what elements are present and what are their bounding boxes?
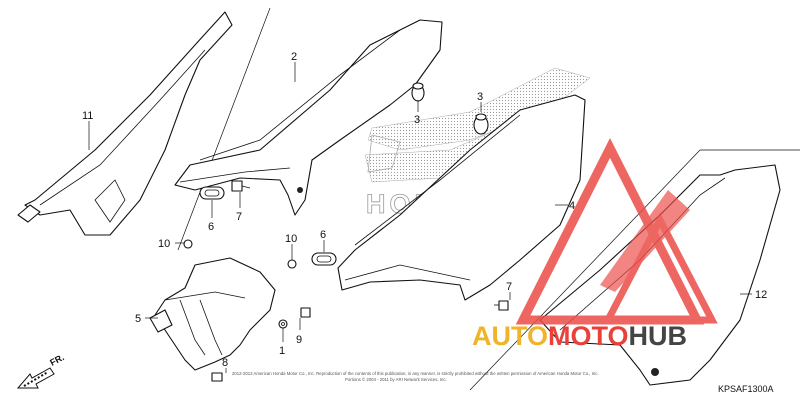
part-label-6: 6	[208, 221, 214, 233]
front-arrow-icon	[16, 367, 55, 389]
part-label-12: 12	[755, 289, 767, 301]
part-label-7: 7	[236, 211, 242, 223]
part-label-10: 10	[158, 238, 170, 250]
part-12-side-cover[interactable]	[539, 164, 781, 386]
part-7-bolt-lower[interactable]	[494, 300, 509, 311]
part-label-3: 3	[414, 114, 420, 126]
part-label-8: 8	[222, 357, 228, 369]
watermark-text-hub: HUB	[629, 321, 688, 351]
leader-lines	[88, 62, 752, 373]
front-label: FR.	[48, 352, 65, 368]
part-3-grommet-middle[interactable]	[473, 113, 489, 135]
part-2-upper-side-cover[interactable]	[174, 19, 443, 216]
part-number-labels: 11 2 3 3 4 6 7 10 10 6 5 9 1 8 7 12	[82, 51, 767, 369]
copyright-line-1: 2012-2013 American Honda Motor Co., Inc.…	[232, 371, 599, 376]
diagram-code: KPSAF1300A	[718, 384, 774, 394]
part-label-10: 10	[285, 233, 297, 245]
part-4-side-cover[interactable]	[337, 94, 586, 301]
part-7-bolt-upper[interactable]	[231, 180, 251, 192]
watermark-wordmark: AUTOMOTOHUB	[472, 321, 687, 351]
watermark-text-auto: AUTO	[472, 321, 548, 351]
part-6-grommet-left[interactable]	[199, 186, 225, 200]
part-9-bolt[interactable]	[300, 307, 311, 318]
part-label-3: 3	[477, 91, 483, 103]
part-10-screw-right[interactable]	[287, 259, 297, 269]
part-6-grommet-right[interactable]	[311, 252, 337, 266]
part-label-7: 7	[506, 281, 512, 293]
part-label-6: 6	[320, 229, 326, 241]
part-label-5: 5	[135, 313, 141, 325]
watermark-text-moto: MOTO	[548, 321, 629, 351]
front-direction-indicator: FR.	[16, 352, 66, 389]
part-label-4: 4	[569, 200, 575, 212]
automotohub-watermark-logo	[515, 138, 718, 325]
copyright-line-2: Portions © 2004 - 2011 by ARI Network Se…	[345, 377, 447, 382]
part-label-9: 9	[296, 334, 302, 346]
part-5-bracket-assembly[interactable]	[149, 257, 276, 371]
part-label-2: 2	[291, 51, 297, 63]
section-divider-line	[177, 7, 271, 251]
part-10-screw-left[interactable]	[183, 239, 193, 249]
part-8-bolt[interactable]	[211, 372, 223, 382]
part-3-grommet-upper[interactable]	[411, 82, 425, 102]
section-divider-line	[469, 149, 701, 391]
part-label-1: 1	[279, 345, 285, 357]
part-label-11: 11	[82, 110, 93, 122]
part-11-side-stripe[interactable]	[17, 11, 233, 236]
part-1-collar[interactable]	[278, 319, 288, 329]
